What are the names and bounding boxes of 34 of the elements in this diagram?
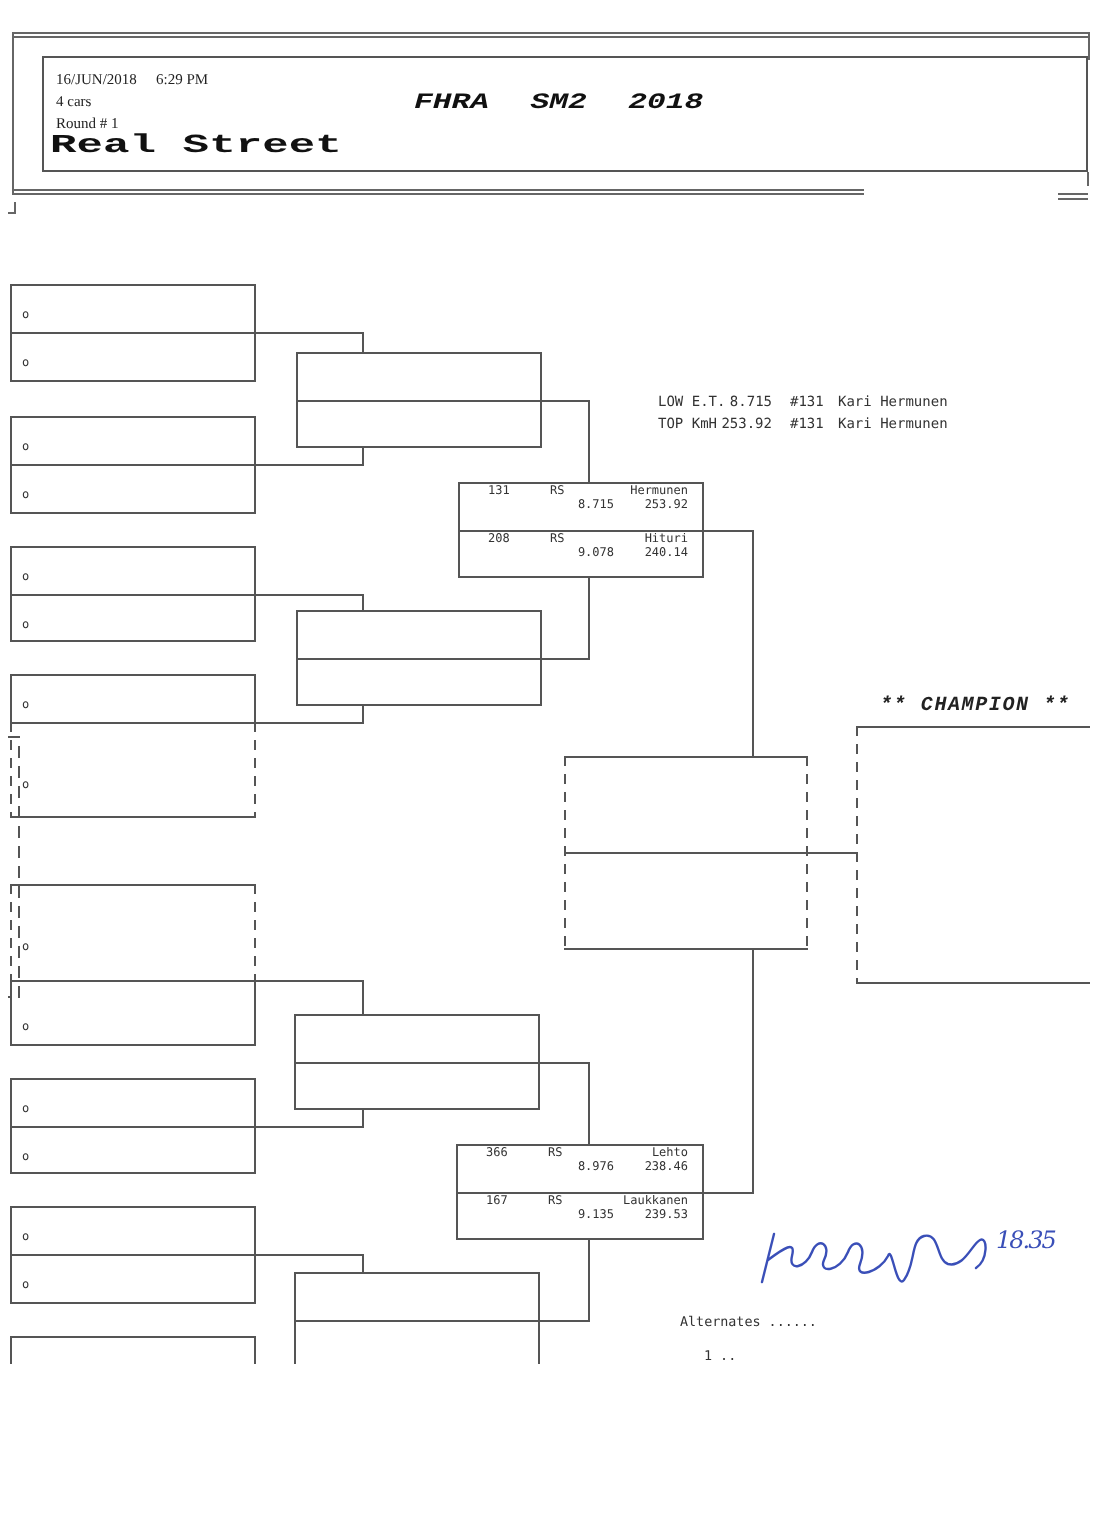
bracket-connector (255, 332, 364, 353)
bracket-connector (255, 705, 364, 724)
bracket-connector (539, 1239, 590, 1322)
bracket-slot-box (296, 352, 542, 448)
bracket-connector (541, 400, 590, 483)
bracket-slot-box (10, 416, 256, 514)
bracket-connector (703, 949, 754, 1194)
bracket-slot-box (294, 1014, 540, 1110)
event-title: FHRA SM2 2018 (414, 91, 704, 115)
bracket-connector (255, 594, 364, 611)
header-box (42, 56, 1088, 172)
bracket-slot-box (456, 1144, 704, 1240)
bracket-slot-box (296, 610, 542, 706)
handwritten-time: 18.35 (996, 1224, 1055, 1256)
bracket-slot-box (10, 1336, 256, 1364)
final-slot-box (564, 756, 808, 950)
bracket-connector (539, 1062, 590, 1145)
bracket-connector (255, 980, 364, 1015)
bracket-slot-box (10, 546, 256, 642)
bracket-slot-box (10, 674, 256, 818)
bracket-connector (541, 577, 590, 660)
bracket-slot-box (10, 884, 256, 1046)
bracket-connector (255, 1109, 364, 1128)
champion-heading: ** CHAMPION ** (880, 696, 1071, 720)
class-title: Real Street (50, 132, 342, 160)
bracket-slot-box (10, 284, 256, 382)
bracket-slot-box (10, 1078, 256, 1174)
bracket-connector (255, 1254, 364, 1273)
bracket-connector (703, 530, 754, 757)
bracket-slot-box (458, 482, 704, 578)
bracket-connector (807, 852, 857, 854)
bracket-connector (255, 447, 364, 466)
bracket-slot-box (10, 1206, 256, 1304)
bracket-slot-box (294, 1272, 540, 1364)
